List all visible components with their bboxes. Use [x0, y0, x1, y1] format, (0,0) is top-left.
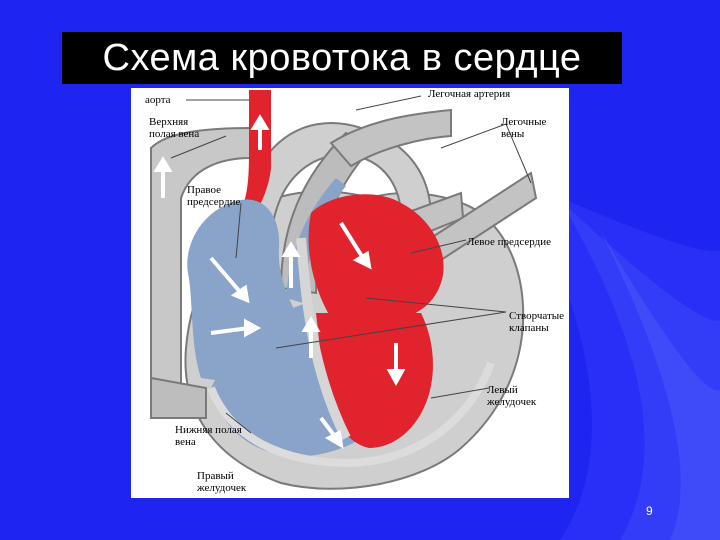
flow-arrows — [153, 114, 406, 449]
label-pulmonary-veins: Легочные вены — [501, 116, 547, 140]
label-pulmonary-artery: Легочная артерия — [428, 88, 511, 100]
leader-lines — [170, 95, 532, 434]
heart-illustration — [150, 90, 538, 490]
inferior-vena-cava — [150, 376, 207, 419]
label-valves-line2: клапаны — [509, 322, 549, 334]
label-right-ventricle-line1: Правый — [197, 470, 234, 482]
label-aorta: аорта — [145, 94, 171, 106]
label-left-atrium: Левое предсердие — [467, 236, 551, 248]
label-right-ventricle-line2: желудочек — [197, 482, 247, 494]
pulmonary-artery-right-branch — [329, 108, 452, 168]
left-ventricle-red — [316, 313, 433, 448]
label-valves-line1: Створчатые — [509, 310, 565, 322]
label-right-atrium-line1: Правое — [187, 184, 221, 196]
aorta-red — [243, 90, 271, 213]
label-superior-vena-cava-line1: Верхняя — [149, 116, 189, 128]
label-right-ventricle: Правый желудочек — [197, 470, 246, 494]
label-left-ventricle: Левый желудочек — [487, 384, 537, 408]
slide-title: Схема кровотока в сердце — [62, 32, 622, 84]
label-superior-vena-cava: Верхняя полая вена — [149, 116, 199, 140]
inner-wall-ring — [207, 361, 495, 468]
page-number: 9 — [646, 504, 653, 518]
label-inferior-vena-cava: Нижняя полая вена — [175, 424, 242, 448]
label-valves: Створчатые клапаны — [509, 310, 564, 334]
label-right-atrium: Правое предсердие — [187, 184, 240, 208]
label-right-atrium-line2: предсердие — [187, 196, 241, 208]
label-inferior-vena-cava-line1: Нижняя полая — [175, 424, 242, 436]
label-inferior-vena-cava-line2: вена — [175, 436, 196, 448]
heart-diagram: аорта Легочная артерия Верхняя полая вен… — [131, 88, 569, 498]
label-superior-vena-cava-line2: полая вена — [149, 128, 200, 140]
